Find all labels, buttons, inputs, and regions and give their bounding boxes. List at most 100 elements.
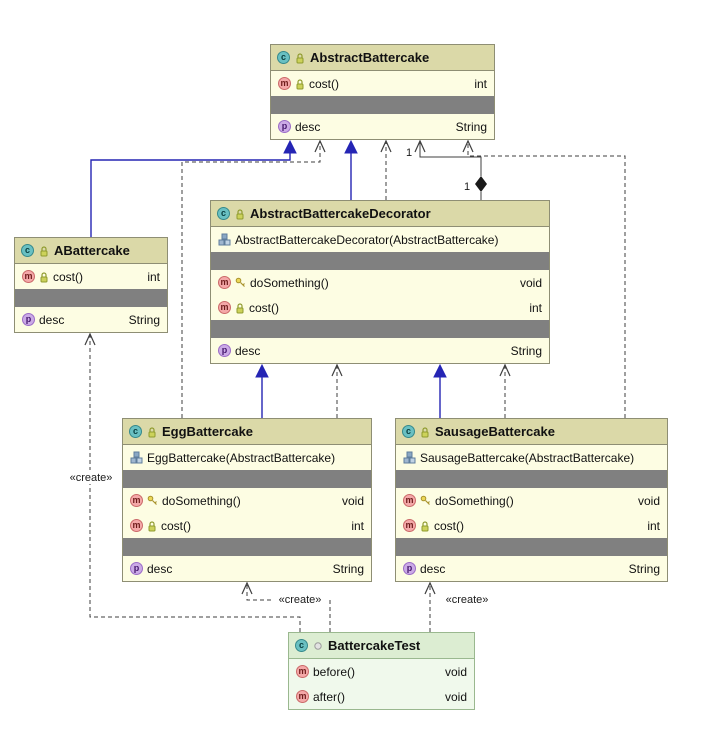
member-label: SausageBattercake(AbstractBattercake)	[420, 450, 635, 465]
member-row[interactable]: m cost() int	[396, 513, 667, 538]
method-icon: m	[403, 519, 416, 532]
dependency-arrowhead	[462, 139, 474, 153]
member-label: cost()	[434, 518, 464, 533]
method-icon: m	[218, 301, 231, 314]
member-type: void	[519, 275, 542, 290]
method-icon: m	[403, 494, 416, 507]
member-type: String	[332, 561, 364, 576]
property-icon: p	[130, 562, 143, 575]
class-icon: c	[295, 639, 308, 652]
class-title: AbstractBattercakeDecorator	[250, 206, 431, 221]
create-label-bg	[273, 592, 327, 606]
member-label: desc	[39, 312, 65, 327]
inheritance-arrowhead	[255, 363, 269, 378]
member-type: String	[628, 561, 660, 576]
member-type: int	[147, 269, 160, 284]
lock-icon	[147, 520, 157, 532]
dependency-arrowhead	[314, 139, 326, 153]
class-header[interactable]: c AbstractBattercakeDecorator	[211, 201, 549, 227]
lock-icon	[295, 52, 305, 64]
dependency-arrowhead	[424, 581, 436, 595]
dependency-arrowhead	[380, 139, 392, 153]
method-icon: m	[278, 77, 291, 90]
edge-dep-egg-abstractbattercake[interactable]	[181, 142, 321, 418]
member-label: doSomething()	[250, 275, 329, 290]
class-icon: c	[217, 207, 230, 220]
member-label: before()	[313, 664, 356, 679]
key-icon	[420, 495, 431, 506]
property-icon: p	[218, 344, 231, 357]
method-icon: m	[130, 494, 143, 507]
dependency-arrowhead	[499, 363, 511, 377]
member-row[interactable]: SausageBattercake(AbstractBattercake)	[396, 445, 667, 470]
edge-extends-abattercake[interactable]	[90, 153, 291, 237]
section-separator	[15, 289, 167, 307]
lock-icon	[39, 271, 49, 283]
inheritance-arrowhead	[344, 139, 358, 154]
member-type: int	[647, 518, 660, 533]
lock-icon	[235, 208, 245, 220]
section-separator	[396, 538, 667, 556]
class-title: AbstractBattercake	[310, 50, 430, 65]
class-title: BattercakeTest	[328, 638, 421, 653]
member-type: void	[637, 493, 660, 508]
member-row[interactable]: AbstractBattercakeDecorator(AbstractBatt…	[211, 227, 549, 252]
class-header[interactable]: c EggBattercake	[123, 419, 371, 445]
member-type: String	[510, 343, 542, 358]
create-label-bg	[440, 592, 494, 606]
member-type: void	[444, 664, 467, 679]
edge-aggregation-decorator-abstractbattercake[interactable]	[419, 142, 482, 176]
key-icon	[147, 495, 158, 506]
class-title: SausageBattercake	[435, 424, 555, 439]
constructor-icon	[403, 451, 416, 464]
class-icon: c	[129, 425, 142, 438]
method-icon: m	[296, 690, 309, 703]
class-icon: c	[21, 244, 34, 257]
member-label: cost()	[53, 269, 83, 284]
member-type: String	[128, 312, 160, 327]
multiplicity-label: 1	[406, 147, 412, 159]
member-label: desc	[235, 343, 261, 358]
member-row[interactable]: m cost() int	[211, 295, 549, 320]
member-type: int	[529, 300, 542, 315]
lock-icon	[420, 520, 430, 532]
member-label: cost()	[249, 300, 279, 315]
member-row[interactable]: EggBattercake(AbstractBattercake)	[123, 445, 371, 470]
edge-create-test-egg[interactable]	[246, 584, 331, 632]
member-label: doSomething()	[162, 493, 241, 508]
property-icon: p	[278, 120, 291, 133]
member-label: AbstractBattercakeDecorator(AbstractBatt…	[235, 232, 499, 247]
lock-icon	[235, 302, 245, 314]
aggregation-diamond	[475, 176, 487, 192]
dependency-arrowhead	[84, 332, 96, 346]
class-header[interactable]: c SausageBattercake	[396, 419, 667, 445]
member-label: EggBattercake(AbstractBattercake)	[147, 450, 336, 465]
member-type: void	[444, 689, 467, 704]
class-title: EggBattercake	[162, 424, 254, 439]
inheritance-arrowhead	[433, 363, 447, 378]
class-header[interactable]: c BattercakeTest	[289, 633, 474, 659]
class-icon: c	[402, 425, 415, 438]
